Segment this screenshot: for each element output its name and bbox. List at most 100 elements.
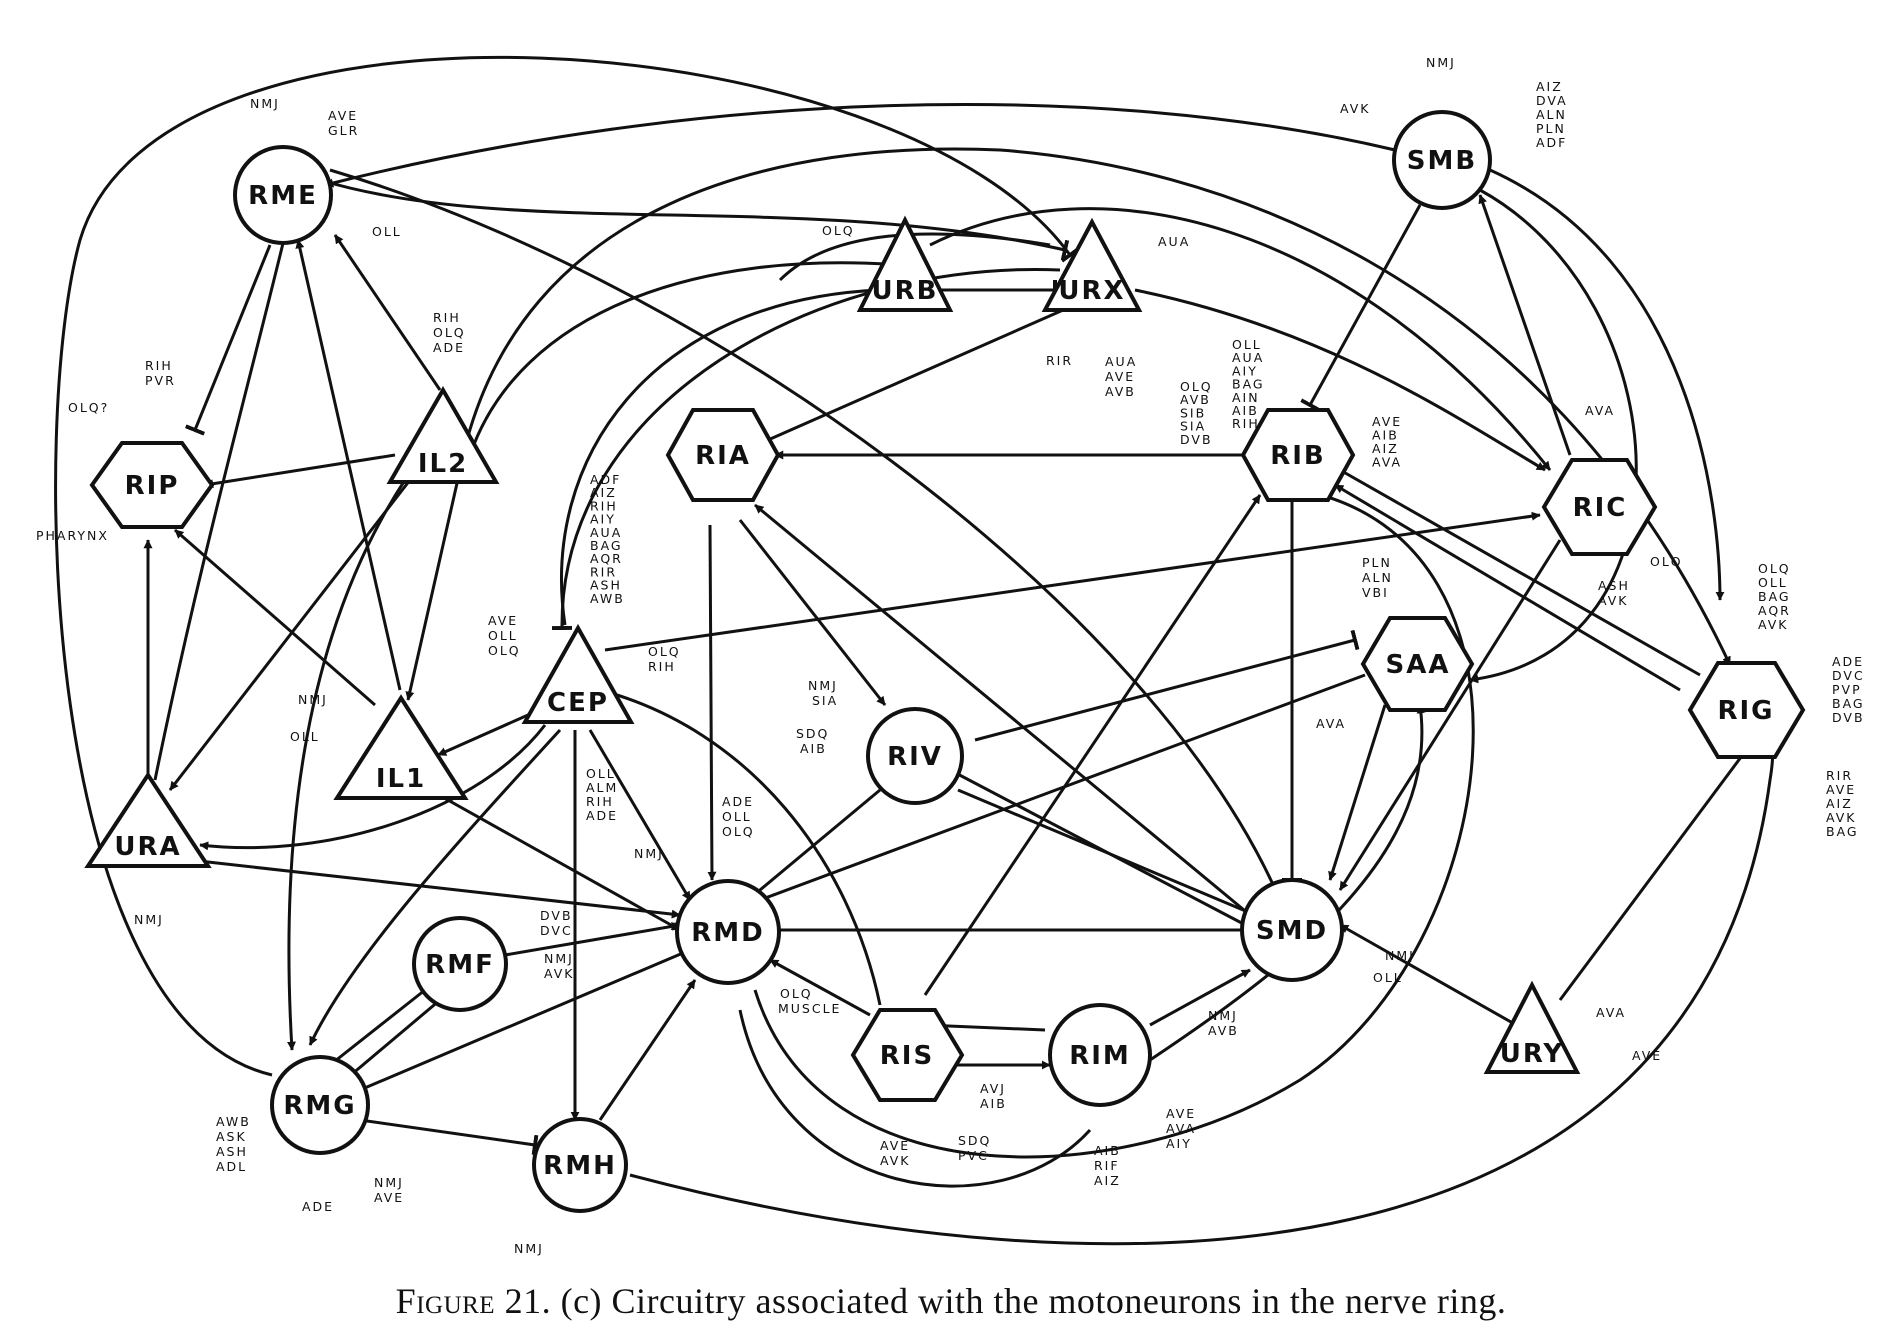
figure-caption-text: (c) Circuitry associated with the motone… <box>560 1281 1507 1321</box>
aux-rmf-dvb: DVB <box>540 908 573 923</box>
aux-rmh-nmj: NMJ <box>514 1241 544 1256</box>
edge-ris-rib <box>923 494 1262 996</box>
node-ury-label: URY <box>1500 1039 1565 1069</box>
edge-cep-ura <box>199 724 547 851</box>
aux-rme-nmj: NMJ <box>250 96 280 111</box>
node-ric-label: RIC <box>1573 493 1628 523</box>
aux-riv-sia: SIA <box>812 693 838 708</box>
edge-rim-saa <box>1149 704 1426 1062</box>
edge-rmf-rmd <box>504 921 681 957</box>
edge-rig-rib2 <box>1334 483 1681 692</box>
aux-cep-input-5: BAG <box>590 538 623 553</box>
aux-saa-vbi: VBI <box>1362 585 1389 600</box>
node-ris: RIS <box>850 1008 965 1102</box>
aux-rmd-nmj: NMJ <box>634 846 664 861</box>
edge-rmh-loop <box>629 723 1775 1246</box>
aux-rib-output-1: AIB <box>1372 428 1399 443</box>
node-cep-label: CEP <box>547 688 609 718</box>
aux-cep-input-1: AIZ <box>590 485 617 500</box>
edge-rme-smd <box>329 168 1282 901</box>
edge-il2-rip <box>204 453 396 489</box>
aux-cep-lower-1: ALM <box>586 780 618 795</box>
aux-rib-input2-1: AVB <box>1180 392 1211 407</box>
aux-cep-lower-3: ADE <box>586 808 618 823</box>
node-rim: RIM <box>1048 1003 1152 1107</box>
edge-rmf-rmg <box>322 988 426 1075</box>
aux-ris-avj: AVJ <box>980 1081 1006 1096</box>
edge-rmd-rib-loop <box>753 487 1475 1159</box>
aux-rib-input2-4: DVB <box>1180 432 1213 447</box>
node-saa-label: SAA <box>1386 650 1451 680</box>
aux-rip-pvr: PVR <box>145 373 176 388</box>
aux-ris-ave: AVE <box>880 1138 910 1153</box>
edge-ric-smb <box>1478 194 1572 456</box>
edge-smb-rib <box>1300 204 1422 412</box>
edge-rmg-rmd <box>359 948 691 1092</box>
aux-smd-nmj: NMJ <box>1385 948 1415 963</box>
aux-rmf-nmj: NMJ <box>544 951 574 966</box>
edge-il2-rme <box>333 234 442 391</box>
edge-riv-saa <box>974 629 1360 742</box>
edge-rmg-rmf <box>344 991 448 1082</box>
aux-rim-aiz: AIZ <box>1094 1173 1121 1188</box>
node-ura: URA <box>84 771 212 868</box>
aux-rig-output-2: AIZ <box>1826 796 1853 811</box>
node-rmg-label: RMG <box>283 1091 356 1121</box>
aux-riv-nmj: NMJ <box>808 678 838 693</box>
aux-urx-aua: AUA <box>1158 234 1190 249</box>
edge-rim-smd <box>1149 968 1251 1027</box>
aux-rib-output-3: AVA <box>1372 455 1402 470</box>
figure-label: Figure 21. <box>395 1281 552 1321</box>
edge-smb-rig <box>1489 168 1725 601</box>
aux-rmd-muscle: MUSCLE <box>778 1001 841 1016</box>
aux-rig-input-right-2: PVP <box>1832 682 1862 697</box>
aux-smb-avk: AVK <box>1340 101 1371 116</box>
aux-cep-oll: OLL <box>488 628 518 643</box>
aux-rib-input-1: AUA <box>1232 350 1264 365</box>
aux-saa-aln: ALN <box>1362 570 1393 585</box>
figure-caption: Figure 21. (c) Circuitry associated with… <box>0 1280 1902 1322</box>
aux-rim-ava: AVA <box>1166 1121 1196 1136</box>
node-rmd-label: RMD <box>691 918 764 948</box>
node-rip-label: RIP <box>125 471 180 501</box>
node-rib: RIB <box>1240 408 1356 502</box>
edge-il2-loop <box>460 147 1732 666</box>
aux-saa-pln: PLN <box>1362 555 1392 570</box>
edge-urx-cep <box>551 267 1061 631</box>
aux-rim-nmj: NMJ <box>1208 1008 1238 1023</box>
edge-cep-urb <box>560 285 881 626</box>
aux-rig-output-1: AVE <box>1826 782 1856 797</box>
aux-rib-input-3: BAG <box>1232 377 1265 392</box>
edge-cep-ric <box>604 511 1541 652</box>
aux-cep-input-2: RIH <box>590 498 618 513</box>
aux-cep-lower-2: RIH <box>586 794 614 809</box>
aux-rib-input-4: AIN <box>1232 390 1260 405</box>
node-rme: RME <box>233 145 333 245</box>
node-urb-label: URB <box>872 276 939 306</box>
edge-urb-il2 <box>459 261 901 461</box>
aux-rig-input-right-1: DVC <box>1832 668 1865 683</box>
aux-rim-aib: AIB <box>1094 1143 1121 1158</box>
aux-cep-input-4: AUA <box>590 525 622 540</box>
edge-il1-rme <box>295 239 402 691</box>
edge-ura-rme <box>153 234 288 781</box>
node-il2: IL2 <box>386 385 500 484</box>
edge-cep-rmd <box>588 729 692 901</box>
node-il1-label: IL1 <box>376 764 426 794</box>
aux-ric-ava: AVA <box>1585 403 1615 418</box>
node-rmh-label: RMH <box>543 1151 617 1181</box>
node-smd: SMD <box>1240 878 1344 982</box>
aux-cep-input-6: AQR <box>590 551 623 566</box>
aux-riv-aib: AIB <box>800 741 827 756</box>
aux-rig-input-right-3: BAG <box>1832 696 1865 711</box>
aux-labels: NMJ AVE GLR OLL RIH PVR OLQ? PHARYNX RIH… <box>36 55 1865 1256</box>
aux-cep-ave: AVE <box>488 613 518 628</box>
aux-cep-olq2: OLQ <box>648 644 681 659</box>
aux-rib-output-2: AIZ <box>1372 441 1399 456</box>
node-il2-label: IL2 <box>418 449 468 479</box>
aux-urx-out3: AVB <box>1105 384 1136 399</box>
